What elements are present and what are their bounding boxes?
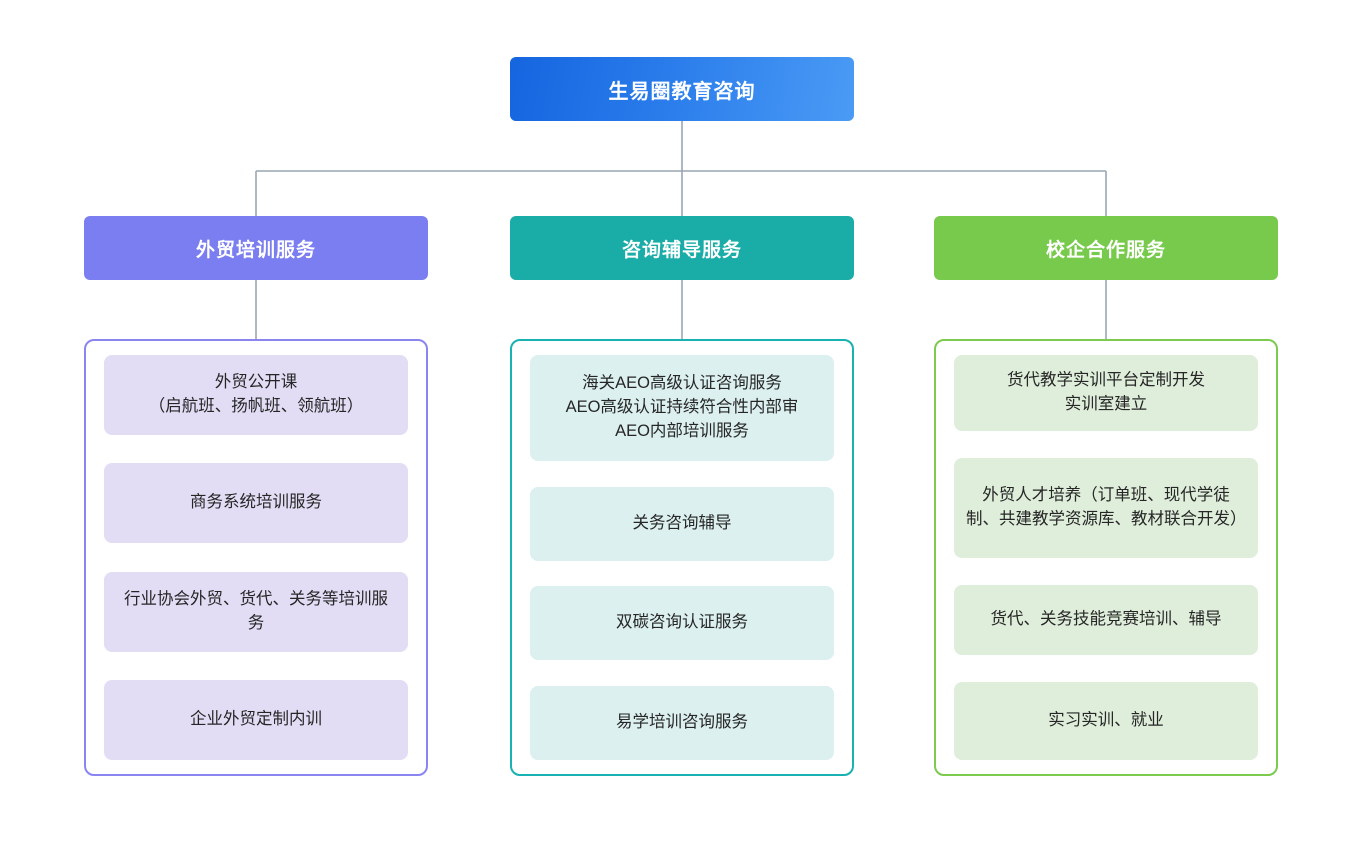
leaf-card[interactable]: 货代教学实训平台定制开发 实训室建立: [954, 355, 1258, 431]
leaf-card[interactable]: 外贸公开课 （启航班、扬帆班、领航班）: [104, 355, 408, 435]
category-header-label: 校企合作服务: [1045, 239, 1166, 261]
group-box-foreign-trade-training: 外贸公开课 （启航班、扬帆班、领航班） 商务系统培训服务 行业协会外贸、货代、关…: [84, 339, 428, 776]
category-header-label: 外贸培训服务: [195, 239, 316, 261]
leaf-card[interactable]: 实习实训、就业: [954, 682, 1258, 760]
leaf-card[interactable]: 外贸人才培养（订单班、现代学徒制、共建教学资源库、教材联合开发）: [954, 458, 1258, 558]
category-header-school-enterprise-cooperation[interactable]: 校企合作服务: [934, 216, 1278, 280]
group-box-school-enterprise-cooperation: 货代教学实训平台定制开发 实训室建立 外贸人才培养（订单班、现代学徒制、共建教学…: [934, 339, 1278, 776]
leaf-card[interactable]: 易学培训咨询服务: [530, 685, 834, 760]
leaf-card[interactable]: 货代、关务技能竞赛培训、辅导: [954, 585, 1258, 655]
leaf-card[interactable]: 双碳咨询认证服务: [530, 586, 834, 661]
category-header-label: 咨询辅导服务: [621, 239, 742, 261]
category-header-consulting-tutoring[interactable]: 咨询辅导服务: [510, 216, 854, 280]
leaf-card[interactable]: 商务系统培训服务: [104, 463, 408, 544]
leaf-card[interactable]: 企业外贸定制内训: [104, 679, 408, 760]
leaf-card[interactable]: 关务咨询辅导: [530, 486, 834, 561]
root-node-label: 生易圈教育咨询: [608, 80, 756, 103]
group-box-consulting-tutoring: 海关AEO高级认证咨询服务 AEO高级认证持续符合性内部审 AEO内部培训服务 …: [510, 339, 854, 776]
leaf-card[interactable]: 海关AEO高级认证咨询服务 AEO高级认证持续符合性内部审 AEO内部培训服务: [530, 355, 834, 461]
category-header-foreign-trade-training[interactable]: 外贸培训服务: [84, 216, 428, 280]
root-node[interactable]: 生易圈教育咨询: [510, 57, 854, 121]
leaf-card[interactable]: 行业协会外贸、货代、关务等培训服务: [104, 571, 408, 652]
